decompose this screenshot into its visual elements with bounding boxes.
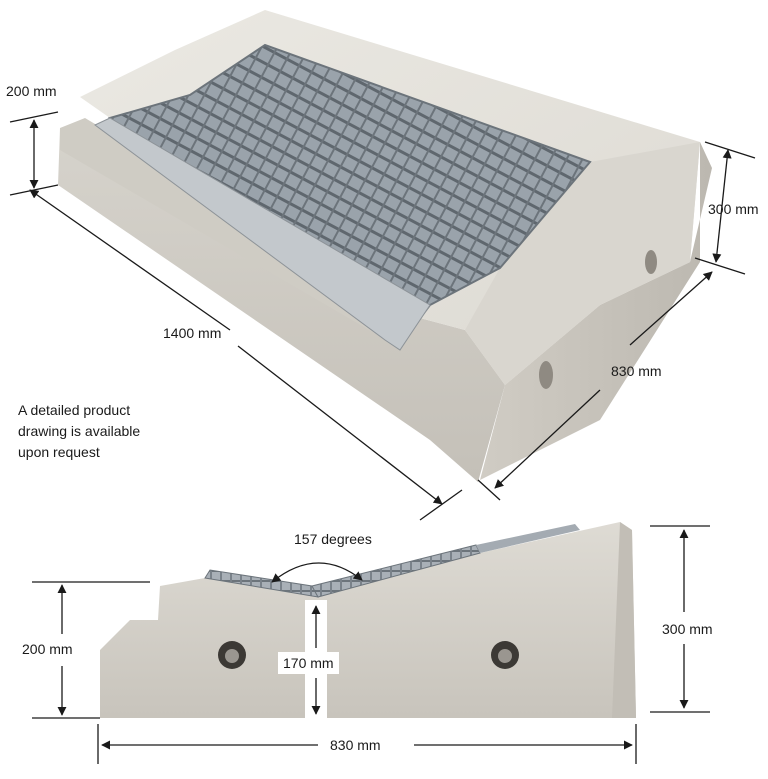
side-height-left-label: 200 mm: [22, 641, 73, 657]
top-dimensions: [9, 111, 756, 521]
top-length-label: 1400 mm: [163, 325, 222, 341]
side-height-right-label: 300 mm: [662, 621, 713, 637]
block-side-face: [480, 142, 712, 480]
note-line-3: upon request: [18, 444, 100, 460]
side-grating-far: [476, 524, 580, 553]
block-front-face: [58, 128, 505, 482]
side-height-center-label: 170 mm: [278, 652, 339, 674]
top-hole-right: [645, 250, 657, 274]
top-product-view: [58, 10, 712, 482]
note-line-2: drawing is available: [18, 423, 141, 439]
side-block-body: [100, 522, 636, 718]
top-hole-left: [539, 361, 553, 389]
side-right-face: [612, 522, 636, 718]
block-slope-band: [465, 142, 700, 385]
note-line-1: A detailed product: [18, 402, 131, 418]
top-width-label: 830 mm: [611, 363, 662, 379]
top-height-right-label: 300 mm: [708, 201, 759, 217]
angle-label: 157 degrees: [294, 531, 372, 547]
top-height-left-label: 200 mm: [6, 83, 57, 99]
side-dimensions: [32, 525, 710, 764]
side-bolt-left: [225, 649, 239, 663]
product-drawing-note: A detailed product drawing is available …: [18, 400, 168, 463]
side-product-view: [100, 522, 636, 718]
side-width-label: 830 mm: [330, 737, 381, 753]
steel-channel: [94, 117, 431, 351]
side-bolt-right: [498, 649, 512, 663]
